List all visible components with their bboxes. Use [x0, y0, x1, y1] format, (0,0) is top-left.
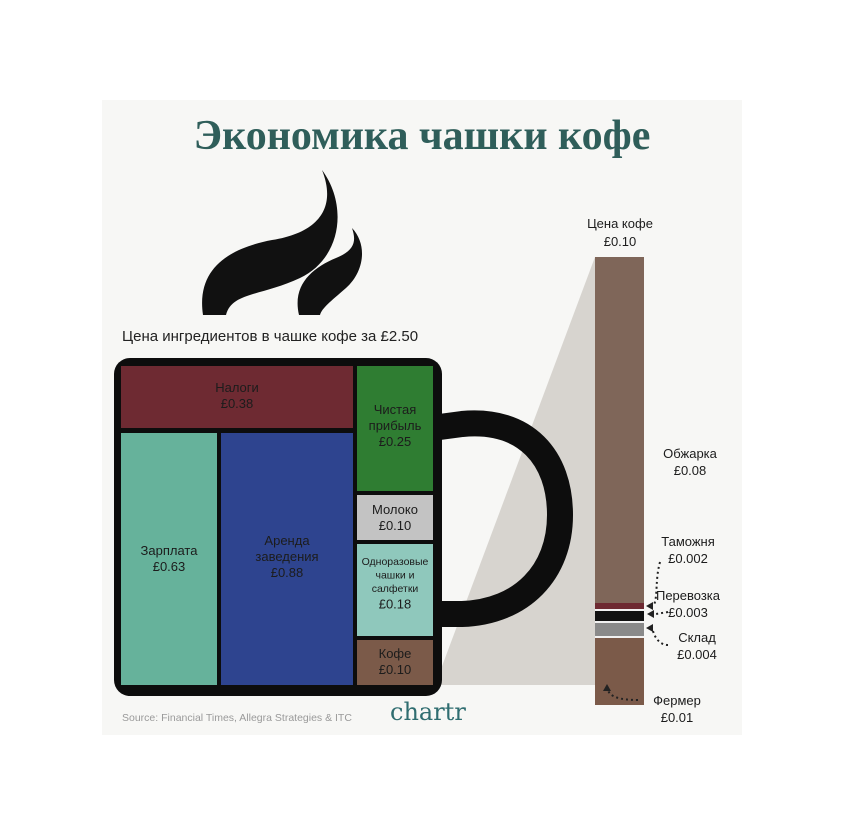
treemap-label: Молоко [372, 502, 418, 517]
segment-label: Перевозка£0.003 [656, 588, 721, 620]
treemap-value: £0.10 [379, 518, 412, 533]
price-segment [595, 611, 644, 623]
treemap-label: Зарплата [141, 543, 199, 558]
source-note: Source: Financial Times, Allegra Strateg… [122, 712, 352, 724]
treemap-value: £0.88 [271, 565, 304, 580]
segment-divider [595, 621, 644, 623]
treemap-label: Кофе [379, 646, 412, 661]
treemap-cell-rect [357, 366, 433, 491]
arrow-icon [646, 624, 653, 632]
segment-label: Фермер£0.01 [653, 693, 701, 725]
price-segment [595, 257, 644, 603]
price-segment [595, 638, 644, 705]
steam-icon [202, 170, 338, 315]
treemap-cell-rect [357, 640, 433, 685]
treemap-cell-rect [121, 366, 353, 428]
price-bar-title: Цена кофе£0.10 [587, 216, 653, 249]
segment-label: Таможня£0.002 [661, 534, 715, 566]
price-segment [595, 603, 644, 611]
treemap-cell: Молоко£0.10 [357, 495, 433, 540]
chart-subtitle: Цена ингредиентов в чашке кофе за £2.50 [122, 328, 419, 345]
treemap-cell: Налоги£0.38 [121, 366, 353, 428]
annotation-leader [652, 630, 669, 646]
arrow-icon [647, 610, 654, 618]
treemap-value: £0.38 [221, 396, 254, 411]
coffee-price-bar: Цена кофе£0.10 [587, 216, 653, 705]
mug-handle [430, 410, 574, 627]
price-annotations: Обжарка£0.08Таможня£0.002Перевозка£0.003… [603, 446, 721, 725]
treemap-cell-rect [357, 495, 433, 540]
steam-icon [297, 228, 363, 315]
annotation-leader [607, 689, 639, 701]
treemap-cell-rect [121, 433, 217, 685]
arrow-icon [603, 684, 611, 691]
treemap-label: Налоги [215, 380, 259, 395]
annotation-leader [655, 611, 669, 615]
segment-label: Склад£0.004 [677, 630, 717, 662]
treemap-value: £0.63 [153, 559, 186, 574]
brand-logo: chartr [390, 698, 466, 726]
treemap-cell: Зарплата£0.63 [121, 433, 217, 685]
annotation-leader [653, 561, 661, 606]
treemap-value: £0.25 [379, 434, 412, 449]
treemap-value: £0.18 [379, 597, 412, 612]
price-segment [595, 623, 644, 638]
treemap-cell-rect [221, 433, 353, 685]
segment-divider [595, 609, 644, 611]
treemap-cell: Кофе£0.10 [357, 640, 433, 685]
treemap-cell-rect [357, 544, 433, 636]
segment-divider [595, 636, 644, 638]
treemap-value: £0.10 [379, 662, 412, 677]
chart-title: Экономика чашки кофе [193, 113, 651, 159]
arrow-icon [646, 602, 653, 610]
segment-label: Обжарка£0.08 [663, 446, 718, 478]
